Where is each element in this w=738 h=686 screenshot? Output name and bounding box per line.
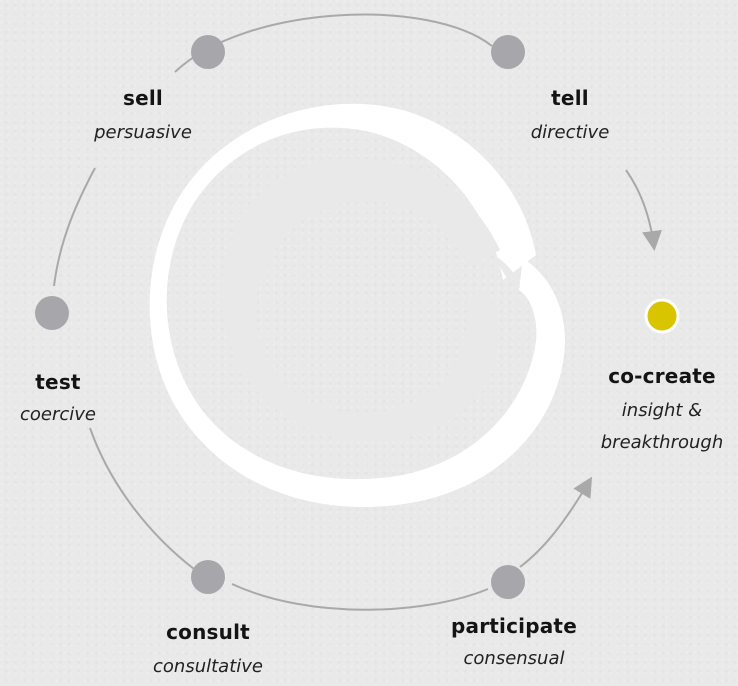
- sell-label: sell persuasive: [88, 86, 198, 144]
- sell-subtitle: persuasive: [94, 122, 192, 143]
- consult-subtitle: consultative: [153, 656, 263, 677]
- sell-title: sell: [123, 86, 163, 110]
- consult-label: consult consultative: [138, 620, 278, 678]
- sell-node: [191, 35, 225, 69]
- bottom-arc: [231, 583, 489, 611]
- participate-label: participate consensual: [434, 614, 594, 670]
- cocreate-subtitle-line1: insight &: [621, 400, 703, 421]
- participate-subtitle: consensual: [463, 648, 565, 669]
- left-upper-arc: [53, 167, 96, 287]
- participate-node: [491, 565, 525, 599]
- test-title: test: [35, 370, 81, 394]
- cocreate-subtitle-line2: breakthrough: [600, 432, 724, 453]
- tell-subtitle: directive: [530, 122, 610, 143]
- cocreate-node: [644, 298, 680, 334]
- cocreate-title: co-create: [608, 364, 716, 388]
- consult-title: consult: [166, 620, 250, 644]
- consult-node: [191, 560, 225, 594]
- participate-to-cocreate-arrow: [519, 476, 593, 568]
- tell-label: tell directive: [515, 86, 625, 144]
- test-label: test coercive: [8, 370, 108, 426]
- left-lower-arc: [89, 427, 195, 570]
- enso-brush-circle-icon: [149, 103, 566, 507]
- test-node: [35, 296, 69, 330]
- tell-to-cocreate-arrow: [625, 169, 662, 251]
- tell-node: [491, 35, 525, 69]
- tell-title: tell: [551, 86, 589, 110]
- cocreate-label: co-create insight & breakthrough: [592, 364, 732, 454]
- test-subtitle: coercive: [19, 404, 96, 425]
- participate-title: participate: [451, 614, 577, 638]
